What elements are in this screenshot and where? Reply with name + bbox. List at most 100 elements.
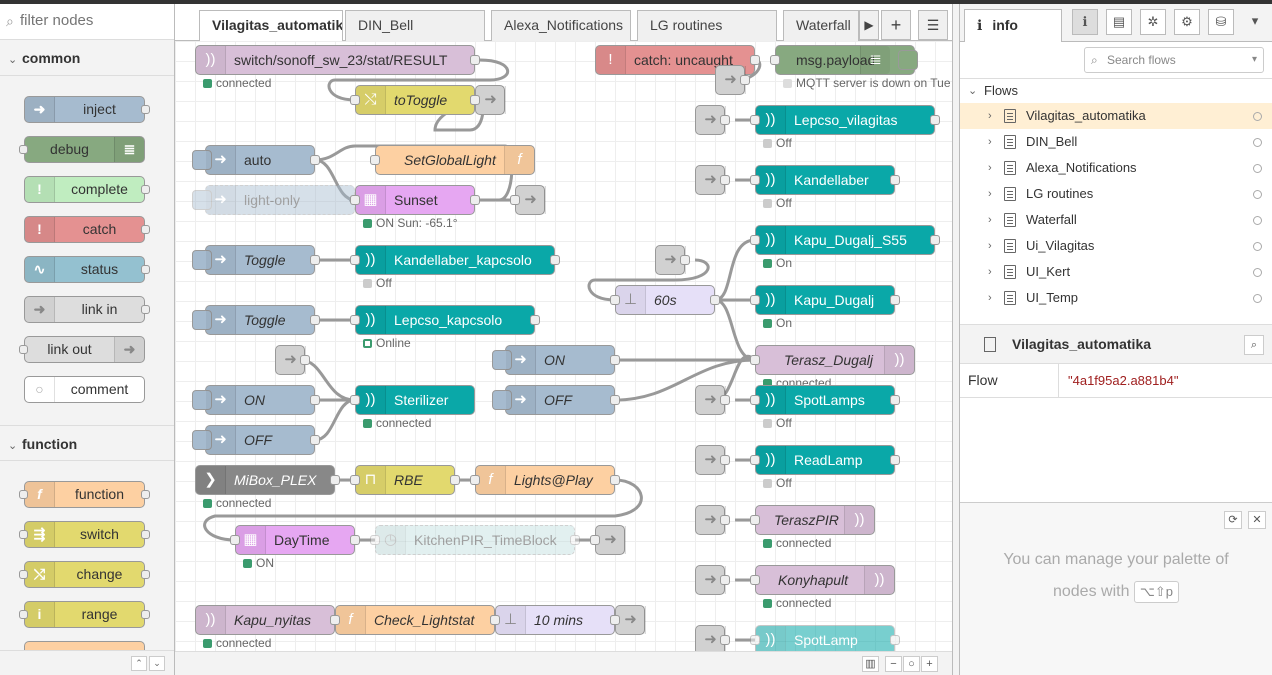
flow-item[interactable]: ›UI_Temp bbox=[960, 285, 1272, 311]
output-port[interactable] bbox=[610, 395, 620, 405]
output-port[interactable] bbox=[720, 455, 730, 465]
link-in-node[interactable]: ➜ bbox=[695, 105, 730, 135]
output-port[interactable] bbox=[740, 75, 750, 85]
mqtt-out-node[interactable]: TeraszPIR)) bbox=[750, 505, 875, 535]
scroll-right-icon[interactable]: ▶ bbox=[859, 10, 879, 40]
inject-node[interactable]: ➜Toggle bbox=[192, 245, 320, 275]
input-port[interactable] bbox=[350, 195, 360, 205]
input-port[interactable] bbox=[750, 115, 760, 125]
palette-filter-input[interactable] bbox=[20, 12, 160, 29]
time-block-node-disabled[interactable]: ◷KitchenPIR_TimeBlock bbox=[370, 525, 580, 555]
hue-node[interactable]: ))ReadLamp bbox=[750, 445, 900, 475]
expand-all-icon[interactable]: ⌄ bbox=[149, 656, 165, 671]
flow-item[interactable]: ›Vilagitas_automatika bbox=[960, 103, 1272, 129]
output-port[interactable] bbox=[930, 115, 940, 125]
input-port[interactable] bbox=[750, 175, 760, 185]
input-port[interactable] bbox=[750, 235, 760, 245]
input-port[interactable] bbox=[590, 535, 600, 545]
output-port[interactable] bbox=[720, 115, 730, 125]
output-port[interactable] bbox=[890, 455, 900, 465]
inject-button[interactable] bbox=[192, 150, 212, 170]
input-port[interactable] bbox=[750, 575, 760, 585]
hue-node[interactable]: ))Kapu_Dugalj bbox=[750, 285, 900, 315]
inject-node-disabled[interactable]: ➜light-only bbox=[192, 185, 360, 215]
input-port[interactable] bbox=[350, 475, 360, 485]
flow-item[interactable]: ›UI_Kert bbox=[960, 259, 1272, 285]
flow-canvas[interactable]: ))switch/sonoff_sw_23/stat/RESULT connec… bbox=[175, 41, 952, 651]
input-port[interactable] bbox=[750, 395, 760, 405]
link-in-node[interactable]: ➜ bbox=[695, 445, 730, 475]
navigator-icon[interactable]: ▥ bbox=[862, 656, 879, 672]
output-port[interactable] bbox=[470, 195, 480, 205]
input-port[interactable] bbox=[350, 255, 360, 265]
palette-node-complete[interactable]: !complete bbox=[24, 176, 150, 203]
hue-node[interactable]: ))Lepcso_kapcsolo bbox=[350, 305, 540, 335]
flow-item[interactable]: ›DIN_Bell bbox=[960, 129, 1272, 155]
link-out-node[interactable]: ➜ bbox=[610, 605, 646, 635]
output-port[interactable] bbox=[450, 475, 460, 485]
flow-item[interactable]: ›Ui_Vilagitas bbox=[960, 233, 1272, 259]
output-port[interactable] bbox=[310, 435, 320, 445]
palette-node-status[interactable]: ∿status bbox=[24, 256, 150, 283]
link-out-node[interactable]: ➜ bbox=[510, 185, 546, 215]
palette-node-switch[interactable]: ⇶switch bbox=[19, 521, 150, 548]
input-port[interactable] bbox=[230, 535, 240, 545]
inject-button[interactable] bbox=[492, 390, 512, 410]
output-port[interactable] bbox=[550, 255, 560, 265]
close-icon[interactable]: ✕ bbox=[1248, 511, 1266, 529]
book-icon[interactable]: ▤ bbox=[1106, 9, 1132, 35]
bug-icon[interactable]: ✲ bbox=[1140, 9, 1166, 35]
input-port[interactable] bbox=[370, 155, 380, 165]
palette-node-change[interactable]: ⤭change bbox=[19, 561, 150, 588]
link-in-node[interactable]: ➜ bbox=[695, 165, 730, 195]
hue-node[interactable]: ))Kandellaber_kapcsolo bbox=[350, 245, 560, 275]
input-port[interactable] bbox=[350, 95, 360, 105]
rbe-node[interactable]: ⊓RBE bbox=[350, 465, 460, 495]
chevron-down-icon[interactable]: ▾ bbox=[1251, 13, 1259, 28]
output-port[interactable] bbox=[720, 515, 730, 525]
input-port[interactable] bbox=[470, 475, 480, 485]
output-port[interactable] bbox=[720, 395, 730, 405]
input-port[interactable] bbox=[750, 455, 760, 465]
inject-node[interactable]: ➜OFF bbox=[192, 425, 320, 455]
inject-node[interactable]: ➜ON bbox=[192, 385, 320, 415]
input-port[interactable] bbox=[610, 295, 620, 305]
palette-node-link-out[interactable]: link out➜ bbox=[19, 336, 145, 363]
output-port[interactable] bbox=[720, 635, 730, 645]
sidebar-separator[interactable] bbox=[952, 4, 960, 675]
input-port[interactable] bbox=[770, 55, 780, 65]
output-port[interactable] bbox=[750, 55, 760, 65]
input-port[interactable] bbox=[470, 95, 480, 105]
input-port[interactable] bbox=[750, 515, 760, 525]
link-in-node[interactable]: ➜ bbox=[695, 565, 730, 595]
zoom-in-icon[interactable]: + bbox=[921, 656, 938, 672]
output-port[interactable] bbox=[890, 175, 900, 185]
output-port[interactable] bbox=[720, 175, 730, 185]
tab-vilagitas[interactable]: Vilagitas_automatik bbox=[199, 10, 343, 42]
hue-node[interactable]: ))Sterilizer bbox=[350, 385, 475, 415]
input-port[interactable] bbox=[750, 295, 760, 305]
inject-button[interactable] bbox=[192, 390, 212, 410]
debug-toggle[interactable] bbox=[898, 50, 918, 70]
input-port[interactable] bbox=[370, 535, 380, 545]
link-in-node[interactable]: ➜ bbox=[715, 65, 750, 95]
info-icon[interactable]: ℹ bbox=[1072, 9, 1098, 35]
tab-lg-routines[interactable]: LG routines bbox=[637, 10, 777, 41]
mqtt-out-node[interactable]: Konyhapult)) bbox=[750, 565, 895, 595]
output-port[interactable] bbox=[890, 295, 900, 305]
exec-node[interactable]: ❯MiBox_PLEX bbox=[195, 465, 340, 495]
link-in-node[interactable]: ➜ bbox=[695, 385, 730, 415]
input-port[interactable] bbox=[750, 355, 760, 365]
add-tab-icon[interactable]: + bbox=[881, 10, 911, 40]
output-port[interactable] bbox=[930, 235, 940, 245]
palette-node-catch[interactable]: !catch bbox=[24, 216, 150, 243]
flows-header[interactable]: ⌄Flows bbox=[960, 78, 1272, 104]
palette-node-debug[interactable]: debug≣ bbox=[19, 136, 145, 163]
output-port[interactable] bbox=[720, 575, 730, 585]
hue-node[interactable]: ))Kapu_Dugalj_S55 bbox=[750, 225, 940, 255]
input-port[interactable] bbox=[510, 195, 520, 205]
database-icon[interactable]: ⛁ bbox=[1208, 9, 1234, 35]
